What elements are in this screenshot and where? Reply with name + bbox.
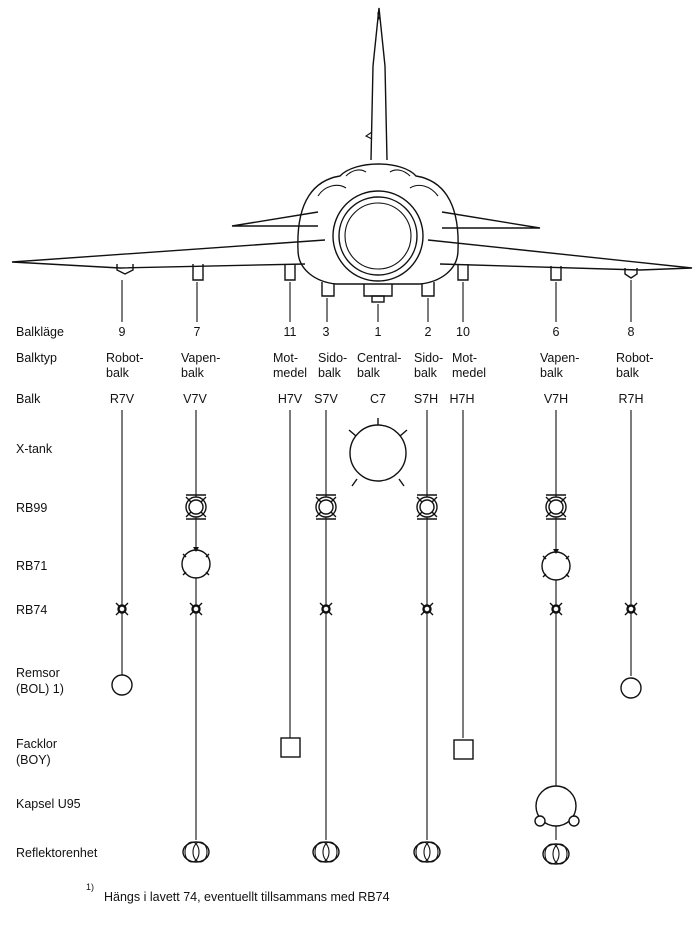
- col-pos: 7: [194, 325, 201, 339]
- col-pos: 8: [628, 325, 635, 339]
- missile-rb99-icon: [185, 494, 207, 520]
- row-label-facklor-2: (BOY): [16, 753, 51, 767]
- missile-rb74-icon: [624, 602, 638, 616]
- row-labels: Balkläge Balktyp Balk X-tank RB99 RB71 R…: [16, 325, 98, 860]
- footnote-text: Hängs i lavett 74, eventuellt tillsamman…: [104, 890, 390, 904]
- row-label-remsor-1: Remsor: [16, 666, 60, 680]
- col-type-1: Mot-: [452, 351, 477, 365]
- missile-rb71-icon: [541, 549, 571, 581]
- col-pos: 3: [323, 325, 330, 339]
- col-pos: 11: [284, 325, 297, 339]
- reflector-unit-icon: [182, 841, 210, 863]
- col-balk: C7: [370, 392, 386, 406]
- row-label-rb74: RB74: [16, 603, 47, 617]
- col-type-1: Robot-: [106, 351, 144, 365]
- flare-pod-icon: [280, 737, 301, 758]
- col-type-1: Vapen-: [540, 351, 579, 365]
- col-type-1: Sido-: [318, 351, 347, 365]
- missile-rb74-icon: [549, 602, 563, 616]
- row-label-facklor-1: Facklor: [16, 737, 57, 751]
- missile-rb99-icon: [416, 494, 438, 520]
- chaff-pod-icon: [620, 677, 642, 699]
- col-type-2: medel: [273, 366, 307, 380]
- col-type-1: Robot-: [616, 351, 654, 365]
- aircraft-front-view-icon: [11, 7, 693, 303]
- missile-rb74-icon: [115, 602, 129, 616]
- col-balk: V7H: [544, 392, 568, 406]
- flare-pod-icon: [453, 739, 474, 760]
- row-label-balktyp: Balktyp: [16, 351, 57, 365]
- row-label-balk: Balk: [16, 392, 41, 406]
- missile-rb71-icon: [181, 547, 211, 579]
- row-label-reflektor: Reflektorenhet: [16, 846, 98, 860]
- footnote-marker: 1): [86, 882, 94, 892]
- col-type-2: balk: [357, 366, 381, 380]
- column-headers: 9 Robot- balk R7V 7 Vapen- balk V7V 11 M…: [106, 325, 654, 406]
- col-type-1: Vapen-: [181, 351, 220, 365]
- col-type-1: Sido-: [414, 351, 443, 365]
- reflector-unit-icon: [542, 843, 570, 865]
- missile-rb99-icon: [315, 494, 337, 520]
- drop-tank-icon: [348, 418, 408, 487]
- station-lines: [121, 280, 632, 840]
- row-label-balklage: Balkläge: [16, 325, 64, 339]
- col-pos: 10: [456, 325, 470, 339]
- missile-rb74-icon: [189, 602, 203, 616]
- col-pos: 9: [119, 325, 126, 339]
- row-label-kapsel: Kapsel U95: [16, 797, 81, 811]
- col-balk: H7H: [449, 392, 474, 406]
- col-type-2: balk: [318, 366, 342, 380]
- row-label-remsor-2: (BOL) 1): [16, 682, 64, 696]
- col-type-2: balk: [616, 366, 640, 380]
- missile-rb99-icon: [545, 494, 567, 520]
- row-label-xtank: X-tank: [16, 442, 53, 456]
- row-label-rb99: RB99: [16, 501, 47, 515]
- reflector-unit-icon: [413, 841, 441, 863]
- col-balk: R7H: [618, 392, 643, 406]
- col-pos: 2: [425, 325, 432, 339]
- col-balk: S7V: [314, 392, 338, 406]
- missile-rb74-icon: [319, 602, 333, 616]
- row-label-rb71: RB71: [16, 559, 47, 573]
- chaff-pod-icon: [111, 674, 133, 696]
- col-pos: 6: [553, 325, 560, 339]
- col-type-2: balk: [540, 366, 564, 380]
- footnote: 1) Hängs i lavett 74, eventuellt tillsam…: [86, 882, 390, 904]
- col-balk: V7V: [183, 392, 207, 406]
- col-balk: S7H: [414, 392, 438, 406]
- col-type-2: balk: [106, 366, 130, 380]
- col-type-1: Mot-: [273, 351, 298, 365]
- col-pos: 1: [375, 325, 382, 339]
- missile-rb74-icon: [420, 602, 434, 616]
- col-type-1: Central-: [357, 351, 401, 365]
- col-type-2: balk: [181, 366, 205, 380]
- col-balk: R7V: [110, 392, 135, 406]
- pod-u95-icon: [534, 785, 580, 827]
- col-type-2: balk: [414, 366, 438, 380]
- col-type-2: medel: [452, 366, 486, 380]
- reflector-unit-icon: [312, 841, 340, 863]
- col-balk: H7V: [278, 392, 303, 406]
